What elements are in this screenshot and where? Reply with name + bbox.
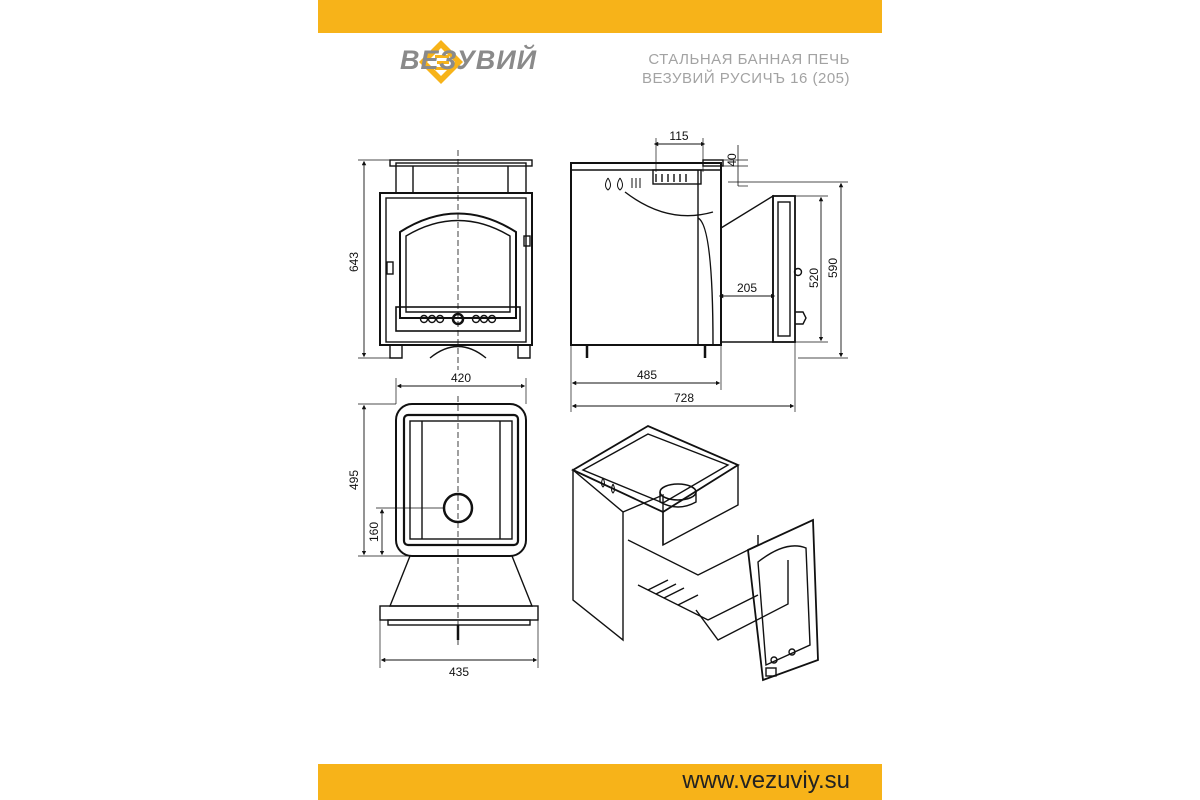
dim-total-depth: 728 <box>674 391 694 405</box>
product-title-line-2: ВЕЗУВИЙ РУСИЧЪ 16 (205) <box>641 70 850 87</box>
product-title-line-1: СТАЛЬНАЯ БАННАЯ ПЕЧЬ <box>648 51 850 68</box>
side-view <box>570 138 848 412</box>
dim-flue-offset: 160 <box>367 522 381 542</box>
dim-chimney-width: 115 <box>669 129 688 143</box>
dim-top-depth: 495 <box>347 470 361 490</box>
vezuviy-logo-icon <box>419 40 463 84</box>
dim-body-depth: 485 <box>637 368 657 382</box>
dim-front-height: 643 <box>347 252 361 272</box>
dim-bottom-width: 435 <box>449 665 469 679</box>
front-view <box>358 150 533 370</box>
product-title: СТАЛЬНАЯ БАННАЯ ПЕЧЬ ВЕЗУВИЙ РУСИЧЪ 16 (… <box>642 50 850 88</box>
dim-top-width: 420 <box>451 371 471 385</box>
dim-top-offset: 40 <box>725 153 739 167</box>
isometric-cutaway-view <box>571 424 819 682</box>
technical-drawing: 643 <box>347 129 848 682</box>
header-band <box>318 0 882 33</box>
website-url[interactable]: www.vezuviy.su <box>682 767 850 794</box>
top-view <box>358 378 539 668</box>
dim-tunnel-length: 205 <box>737 281 757 295</box>
dim-door-height: 520 <box>807 268 821 288</box>
dim-total-height: 590 <box>826 258 840 278</box>
catalog-sheet: ВЕЗУВИЙ СТАЛЬНАЯ БАННАЯ ПЕЧЬ ВЕЗУВИЙ РУС… <box>318 0 882 800</box>
footer-band <box>318 764 882 800</box>
brand-name: ВЕЗУВИЙ <box>400 45 538 75</box>
